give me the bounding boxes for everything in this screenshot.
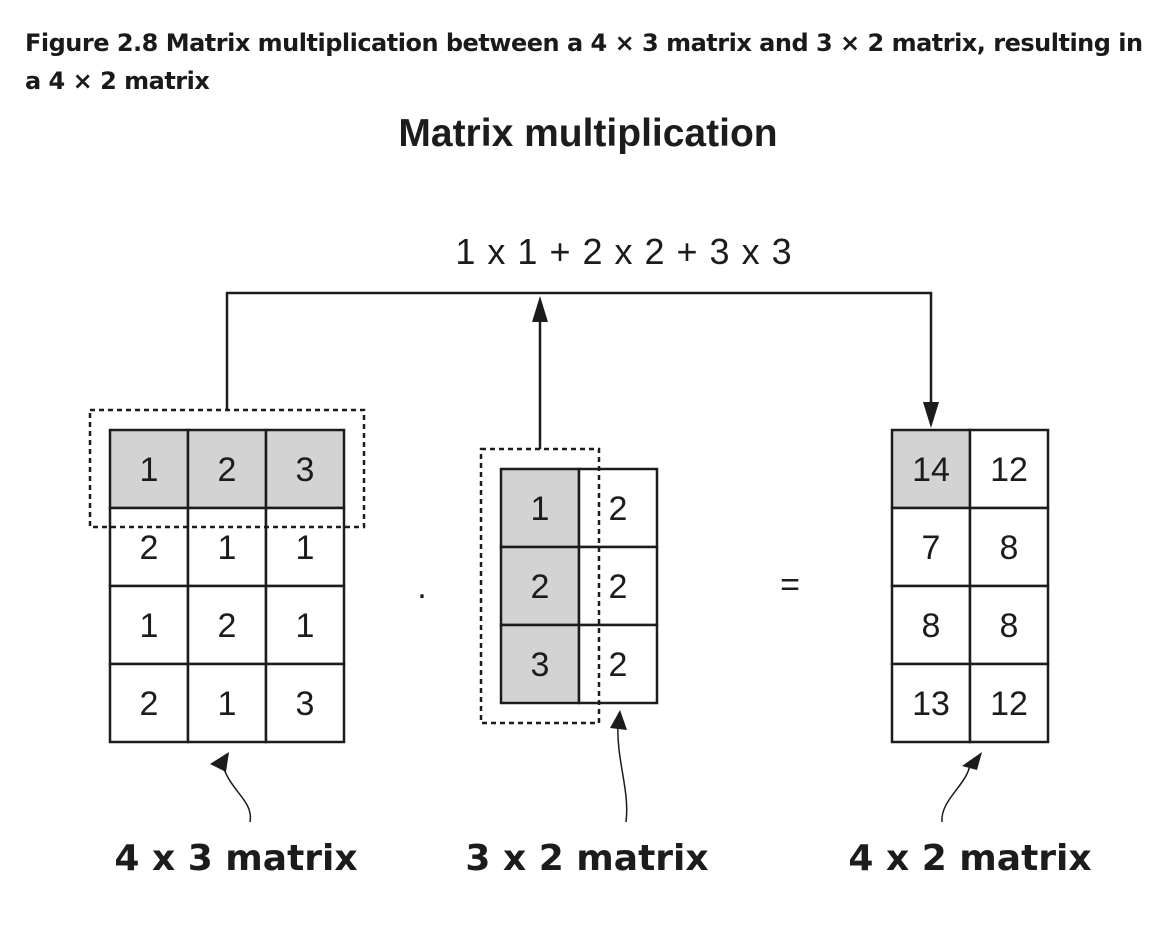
matrix-a-cell (264, 506, 346, 588)
dot-product-formula: 1 x 1 + 2 x 2 + 3 x 3 (455, 231, 792, 272)
matrix-b-cell-value: 3 (531, 646, 550, 684)
result-arrowhead (923, 402, 939, 428)
matrix-a-grid: 1 2 3 2 1 1 1 2 1 2 1 3 (108, 428, 346, 744)
diagram-title: Matrix multiplication (398, 112, 777, 155)
matrix-b-cell (577, 623, 659, 705)
matrix-c-cell-value: 13 (912, 685, 950, 723)
matrix-c-cell-value: 8 (922, 607, 941, 645)
matrix-b-cell-value: 2 (609, 646, 628, 684)
matrix-c-cell-value: 12 (990, 685, 1028, 723)
matrix-c-cell-value: 8 (1000, 529, 1019, 567)
row-to-formula-connector (225, 291, 933, 410)
column-selection-box (479, 447, 601, 725)
matrix-a-cell-value: 1 (218, 529, 237, 567)
dot-operator: . (417, 568, 426, 606)
matrix-a-cell-value: 2 (218, 451, 237, 489)
formula-arrowhead (532, 296, 548, 322)
matrix-b-pointer-arrow (617, 721, 628, 823)
matrix-a-cell-value: 2 (140, 685, 159, 723)
matrix-a-cell-value: 1 (296, 607, 315, 645)
matrix-b-cell (499, 623, 581, 705)
matrix-b-cell (577, 545, 659, 627)
matrix-b-label: 3 x 2 matrix (465, 838, 708, 879)
matrix-b-cell-value: 1 (531, 490, 550, 528)
matrix-a-cell (264, 662, 346, 744)
matrix-a-label: 4 x 3 matrix (114, 838, 357, 879)
matrix-c-cell (890, 584, 972, 666)
matrix-c-cell-value: 8 (1000, 607, 1019, 645)
matrix-a-cell (186, 506, 268, 588)
matrix-c-cell-value: 12 (990, 451, 1028, 489)
matrix-a-cell-value: 1 (140, 451, 159, 489)
matrix-a-cell (264, 428, 346, 510)
matrix-b-cell-value: 2 (531, 568, 550, 606)
equals-operator: = (780, 566, 800, 604)
matrix-a-pointer-head (210, 752, 229, 772)
figure-caption: Figure 2.8 Matrix multiplication between… (25, 29, 1143, 95)
matrix-a-cell-value: 3 (296, 685, 315, 723)
matrix-a-cell (186, 428, 268, 510)
matrix-c-cell-value: 7 (922, 529, 941, 567)
matrix-a-cell-value: 3 (296, 451, 315, 489)
matrix-b-pointer-head (610, 710, 627, 730)
matrix-c-pointer-arrow (941, 763, 971, 823)
matrix-c-cell (890, 662, 972, 744)
matrix-c-label: 4 x 2 matrix (848, 838, 1091, 879)
matrix-b-grid: 1 2 2 2 3 2 (499, 467, 659, 705)
row-selection-box (88, 408, 366, 529)
matrix-a-cell-value: 2 (140, 529, 159, 567)
matrix-c-cell-value: 14 (912, 451, 950, 489)
matrix-c-cell (890, 428, 972, 510)
matrix-a-cell-value: 2 (218, 607, 237, 645)
matrix-a-pointer-arrow (221, 761, 252, 823)
matrix-c-grid: 14 12 7 8 8 8 13 12 (890, 428, 1050, 744)
matrix-b-cell (577, 467, 659, 549)
matrix-c-pointer-head (962, 752, 982, 770)
matrix-a-cell-value: 1 (218, 685, 237, 723)
matrix-a-cell-value: 1 (296, 529, 315, 567)
matrix-a-cell (186, 662, 268, 744)
matrix-c-cell (968, 662, 1050, 744)
matrix-a-cell-value: 1 (140, 607, 159, 645)
matrix-b-cell-value: 2 (609, 490, 628, 528)
matrix-b-cell-value: 2 (609, 568, 628, 606)
